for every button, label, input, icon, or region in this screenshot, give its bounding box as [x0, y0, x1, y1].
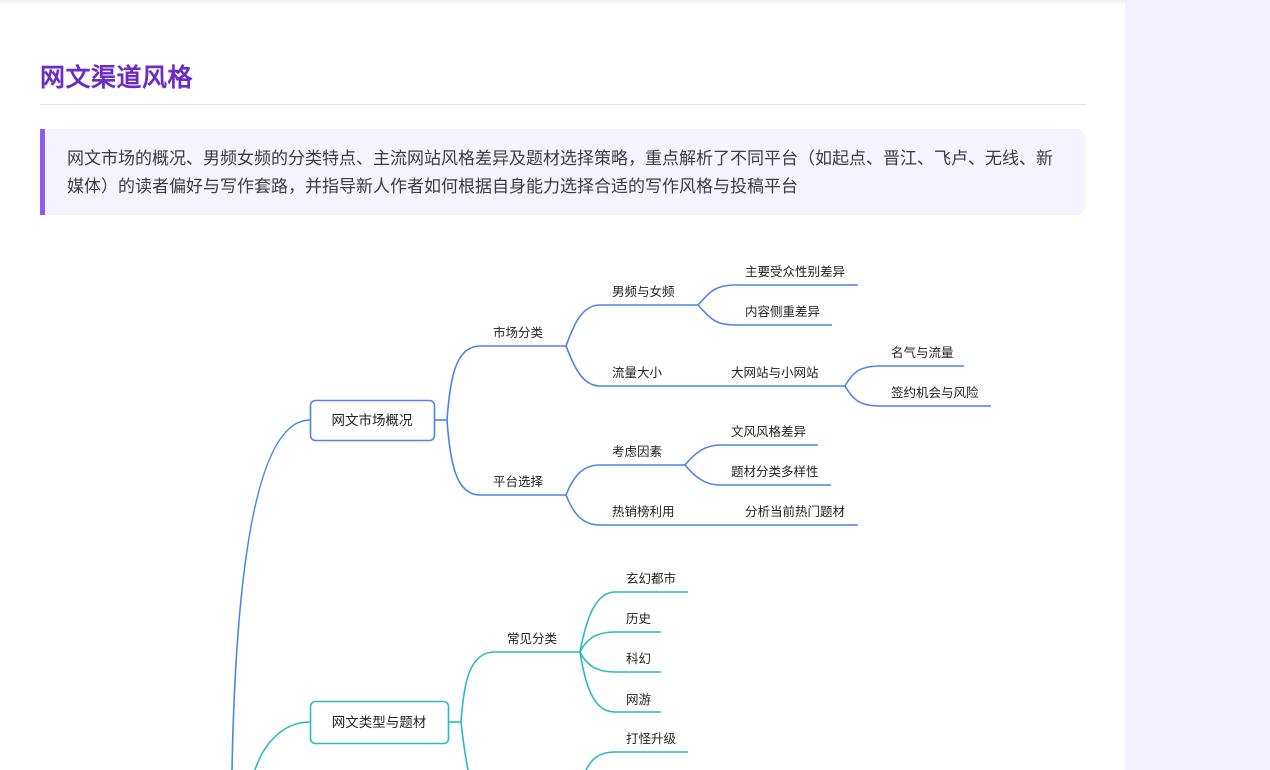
node-platform-choice[interactable]: 平台选择 — [493, 474, 544, 489]
summary-text: 网文市场的概况、男频女频的分类特点、主流网站风格差异及题材选择策略，重点解析了不… — [67, 149, 1053, 197]
node-xuanhuan-urban[interactable]: 玄幻都市 — [626, 571, 676, 586]
node-big-small-site[interactable]: 大网站与小网站 — [731, 365, 819, 380]
main-content: 网文渠道风格 网文市场的概况、男频女频的分类特点、主流网站风格差异及题材选择策略… — [40, 0, 1086, 770]
node-audience-gender[interactable]: 主要受众性别差异 — [745, 264, 845, 279]
node-content-focus[interactable]: 内容侧重差异 — [745, 304, 820, 319]
page-title: 网文渠道风格 — [40, 63, 194, 92]
node-scifi[interactable]: 科幻 — [626, 651, 651, 666]
node-factors[interactable]: 考虑因素 — [612, 444, 662, 459]
market-root-label: 网文市场概况 — [332, 412, 413, 429]
node-sign-risk[interactable]: 签约机会与风险 — [891, 385, 979, 400]
genre-root-label: 网文类型与题材 — [332, 715, 427, 731]
mindmap-diagram: 网文市场概况 网文类型与题材 市场分类 平台选择 男频与女频 流量大小 主要受众… — [231, 264, 991, 770]
node-history[interactable]: 历史 — [626, 611, 652, 626]
summary-box: 网文市场的概况、男频女频的分类特点、主流网站风格差异及题材选择策略，重点解析了不… — [40, 129, 1085, 215]
node-genre-variety[interactable]: 题材分类多样性 — [731, 464, 819, 479]
node-level-up[interactable]: 打怪升级 — [626, 731, 677, 746]
genre-branch-edges — [254, 591, 688, 770]
node-traffic-size[interactable]: 流量大小 — [612, 365, 663, 380]
market-root-node[interactable] — [309, 399, 436, 442]
node-online-game[interactable]: 网游 — [626, 692, 652, 707]
node-hot-topics[interactable]: 分析当前热门题材 — [745, 504, 845, 519]
side-panel — [1125, 0, 1270, 770]
node-gender-split[interactable]: 男频与女频 — [612, 284, 675, 299]
top-bar — [0, 0, 1125, 6]
node-fame-traffic[interactable]: 名气与流量 — [891, 345, 954, 360]
genre-root-node[interactable] — [309, 700, 450, 745]
node-bestseller[interactable]: 热销榜利用 — [612, 504, 675, 519]
node-market-classify[interactable]: 市场分类 — [493, 325, 544, 340]
node-style-diff[interactable]: 文风风格差异 — [731, 424, 806, 439]
market-branch-edges — [231, 284, 991, 770]
node-common-categories[interactable]: 常见分类 — [507, 631, 558, 646]
title-divider — [40, 104, 1086, 105]
